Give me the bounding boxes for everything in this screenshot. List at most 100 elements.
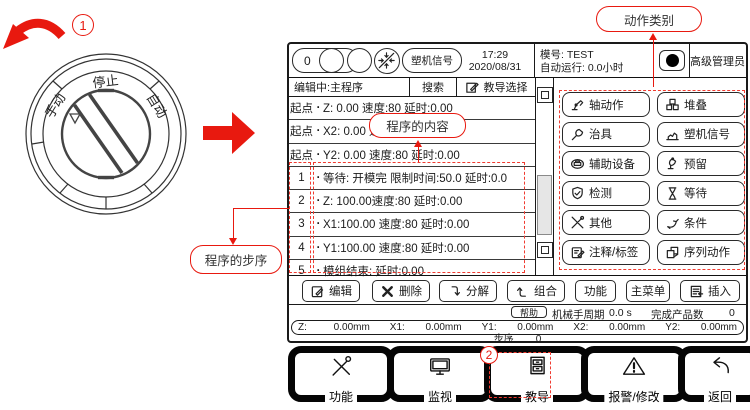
scroll-down-button[interactable] bbox=[536, 242, 553, 258]
action-wait-button[interactable]: 等待 bbox=[657, 180, 745, 206]
scrollbar[interactable] bbox=[535, 78, 554, 275]
toolbar-label: 删除 bbox=[399, 286, 422, 298]
row-bullet: · bbox=[316, 241, 321, 254]
teach-select-label: 教导选择 bbox=[483, 82, 528, 94]
callout-program-content: 程序的内容 bbox=[369, 113, 466, 138]
status-strip: 帮助 机械手周期 0.0 s 完成产品数 0 bbox=[289, 305, 746, 321]
cycle-value: 0.0 s bbox=[609, 306, 632, 319]
row-text: 模组结束: 延时:0.00 bbox=[323, 265, 424, 278]
signal-pill: 塑机信号 bbox=[402, 48, 462, 73]
insert-button[interactable]: 插入 bbox=[680, 280, 740, 302]
bottom-button-label: 报警/修改 bbox=[604, 390, 664, 404]
program-row[interactable]: 2·Z: 100.00速度:80 延时:0.00 bbox=[289, 190, 535, 214]
action-label: 注释/标签 bbox=[589, 247, 639, 259]
action-condition-button[interactable]: 条件 bbox=[657, 210, 745, 235]
toolbar-label: 编辑 bbox=[329, 286, 352, 298]
main-menu-button[interactable]: 主菜单 bbox=[626, 280, 670, 302]
action-auxiliary-button[interactable]: 辅助设备 bbox=[562, 151, 650, 176]
row-bullet: · bbox=[316, 218, 321, 231]
curved-arrow-icon bbox=[3, 18, 66, 49]
action-other-button[interactable]: 其他 bbox=[562, 210, 650, 235]
row-text: Z: 0.00 速度:80 延时:0.00 bbox=[323, 103, 453, 116]
products-label: 完成产品数 bbox=[651, 308, 704, 321]
action-label: 等待 bbox=[684, 188, 707, 200]
step-marker-2: 2 bbox=[480, 346, 498, 364]
clock: 17:29 2020/08/31 bbox=[457, 48, 533, 74]
action-label: 塑机信号 bbox=[684, 129, 730, 141]
divider bbox=[534, 44, 535, 78]
action-label: 条件 bbox=[684, 217, 707, 230]
bottom-teach-button[interactable]: 教导 bbox=[484, 346, 590, 404]
toolbar-label: 组合 bbox=[534, 286, 557, 298]
annotation-arrowhead bbox=[414, 140, 422, 147]
program-row[interactable]: 5·模组结束: 延时:0.00 bbox=[289, 260, 535, 282]
teach-select-button[interactable]: 教导选择 bbox=[457, 78, 535, 96]
x-icon bbox=[380, 284, 395, 299]
action-label: 序列动作 bbox=[684, 247, 730, 259]
molding-machine-icon bbox=[665, 127, 680, 142]
dial-label-stop: 停止 bbox=[92, 73, 120, 91]
action-stack-button[interactable]: 堆叠 bbox=[657, 92, 745, 117]
note-pencil-icon bbox=[570, 245, 585, 260]
coord-label: Y1: bbox=[481, 322, 497, 333]
program-row[interactable]: 3·X1:100.00 速度:80 延时:0.00 bbox=[289, 213, 535, 237]
pencil-pad-icon bbox=[465, 80, 480, 95]
toolbar-label: 主菜单 bbox=[630, 286, 666, 298]
bottom-back-button[interactable]: 返回 bbox=[678, 346, 750, 404]
step-label: 步序 bbox=[493, 334, 514, 345]
monitor-icon bbox=[427, 354, 453, 378]
action-axis-button[interactable]: 轴动作 bbox=[562, 92, 650, 117]
action-label: 堆叠 bbox=[684, 99, 707, 112]
coord-label: Y2: bbox=[665, 322, 681, 333]
action-molding-signal-button[interactable]: 塑机信号 bbox=[657, 121, 745, 147]
coord-value: 0.00mm bbox=[333, 322, 370, 333]
row-bullet: · bbox=[316, 125, 321, 138]
robot-arm-icon bbox=[570, 97, 585, 112]
annotation-line bbox=[233, 208, 289, 210]
bottom-function-button[interactable]: 功能 bbox=[288, 346, 394, 404]
row-step: 起点 bbox=[290, 149, 313, 162]
program-row[interactable]: 1·等待: 开模完 限制时间:50.0 延时:0.0 bbox=[289, 167, 535, 190]
bottom-button-label: 返回 bbox=[703, 390, 737, 404]
search-button[interactable]: 搜索 bbox=[410, 78, 457, 96]
pointer-arrow-icon bbox=[203, 112, 255, 154]
auto-runtime: 自动运行: 0.0小时 bbox=[540, 61, 624, 74]
action-detect-button[interactable]: 检测 bbox=[562, 180, 650, 206]
time-value: 17:29 bbox=[481, 49, 509, 61]
action-comment-button[interactable]: 注释/标签 bbox=[562, 239, 650, 265]
dial-label-manual: 手动 bbox=[42, 91, 69, 121]
function-button[interactable]: 功能 bbox=[575, 280, 616, 302]
action-label: 治具 bbox=[589, 129, 612, 141]
coord-value: 0.00mm bbox=[425, 322, 462, 333]
mode-selector-dial: 停止 手动 自动 bbox=[25, 53, 187, 215]
action-reserved-button[interactable]: 预留 bbox=[657, 151, 745, 176]
action-fixture-button[interactable]: 治具 bbox=[562, 121, 650, 147]
delete-button[interactable]: 删除 bbox=[372, 280, 430, 302]
coord-value: 0.00mm bbox=[609, 322, 646, 333]
row-text: Y1:100.00 速度:80 延时:0.00 bbox=[323, 242, 470, 255]
user-icon[interactable] bbox=[659, 50, 685, 71]
scroll-up-button[interactable] bbox=[536, 87, 553, 103]
program-row[interactable]: 起点·Y2: 0.00 速度:80 延时:0.00 bbox=[289, 144, 535, 167]
divider bbox=[689, 44, 690, 78]
tools-icon bbox=[570, 215, 585, 230]
signal-lamp-icon bbox=[347, 48, 372, 73]
bottom-alarm-button[interactable]: 报警/修改 bbox=[581, 346, 687, 404]
bottom-monitor-button[interactable]: 监视 bbox=[387, 346, 493, 404]
help-button[interactable]: 帮助 bbox=[511, 306, 547, 318]
toolbar: 编辑 删除 分解 组合 功能 主菜单 插入 bbox=[289, 275, 746, 305]
action-sequence-button[interactable]: 序列动作 bbox=[657, 239, 745, 265]
coord-label: X2: bbox=[573, 322, 589, 333]
split-button[interactable]: 分解 bbox=[439, 280, 497, 302]
annotation-arrowhead bbox=[649, 33, 657, 40]
scrollbar-thumb[interactable] bbox=[537, 175, 552, 235]
combine-button[interactable]: 组合 bbox=[507, 280, 565, 302]
edit-bar: 编辑中:主程序 搜索 教导选择 bbox=[289, 78, 535, 97]
edit-button[interactable]: 编辑 bbox=[302, 280, 360, 302]
program-row[interactable]: 4·Y1:100.00 速度:80 延时:0.00 bbox=[289, 237, 535, 260]
row-bullet: · bbox=[316, 148, 321, 161]
crosshair-icon bbox=[374, 47, 400, 74]
editing-status: 编辑中:主程序 bbox=[289, 78, 410, 96]
coordinates-row: Z:0.00mm X1:0.00mm Y1:0.00mm X2:0.00mm Y… bbox=[291, 320, 744, 335]
clamp-icon bbox=[570, 127, 585, 142]
